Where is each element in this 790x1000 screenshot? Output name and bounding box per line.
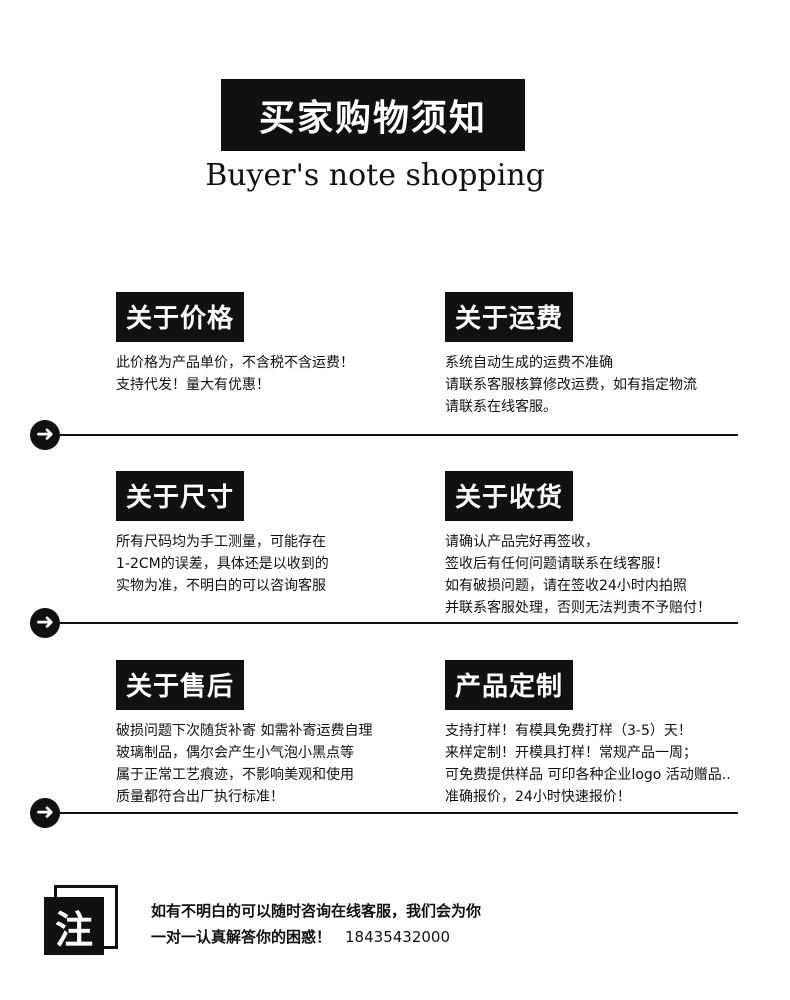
note-badge: 注 xyxy=(44,885,118,957)
note-line-2-text: 一对一认真解答你的困惑！ xyxy=(151,928,332,946)
note-line-2: 一对一认真解答你的困惑！ 18435432000 xyxy=(151,924,481,950)
section-line: 准确报价，24小时快速报价！ xyxy=(445,789,631,805)
arrow-right-circle-icon: ➜ xyxy=(30,420,60,450)
section-after-sales: 关于售后 破损问题下次随货补寄 如需补寄运费自理 玻璃制品，偶尔会产生小气泡小黑… xyxy=(116,660,466,808)
section-line: 并联系客服处理，否则无法判责不予赔付！ xyxy=(445,600,711,616)
page-title: 买家购物须知 xyxy=(221,79,525,151)
section-line: 支持代发！量大有优惠！ xyxy=(116,377,270,393)
section-title: 关于收货 xyxy=(445,471,574,521)
section-title: 关于售后 xyxy=(116,660,245,710)
section-line: 质量都符合出厂执行标准！ xyxy=(116,789,284,805)
section-line: 可免费提供样品 可印各种企业logo 活动赠品.. xyxy=(445,767,731,783)
section-receipt: 关于收货 请确认产品完好再签收， 签收后有任何问题请联系在线客服！ 如有破损问题… xyxy=(445,471,790,619)
section-line: 所有尺码均为手工测量，可能存在 xyxy=(116,534,326,550)
contact-phone: 18435432000 xyxy=(345,928,450,946)
divider-line xyxy=(60,622,738,624)
section-title: 产品定制 xyxy=(445,660,574,710)
section-line: 签收后有任何问题请联系在线客服！ xyxy=(445,556,669,572)
arrow-right-circle-icon: ➜ xyxy=(30,798,60,828)
section-line: 来样定制！开模具打样！常规产品一周； xyxy=(445,745,697,761)
section-shipping: 关于运费 系统自动生成的运费不准确 请联系客服核算修改运费，如有指定物流 请联系… xyxy=(445,292,790,418)
section-line: 此价格为产品单价，不含税不含运费！ xyxy=(116,355,354,371)
divider: ➜ xyxy=(30,608,738,638)
section-line: 实物为准，不明白的可以咨询客服 xyxy=(116,578,326,594)
section-title: 关于尺寸 xyxy=(116,471,245,521)
section-line: 请联系在线客服。 xyxy=(445,399,557,415)
note-badge-label: 注 xyxy=(44,897,104,955)
section-price: 关于价格 此价格为产品单价，不含税不含运费！ 支持代发！量大有优惠！ xyxy=(116,292,466,396)
section-line: 支持打样！有模具免费打样（3-5）天！ xyxy=(445,723,692,739)
section-line: 系统自动生成的运费不准确 xyxy=(445,355,613,371)
arrow-right-circle-icon: ➜ xyxy=(30,608,60,638)
note-line-1: 如有不明白的可以随时咨询在线客服，我们会为你 xyxy=(151,902,482,920)
section-line: 如有破损问题，请在签收24小时内拍照 xyxy=(445,578,687,594)
section-size: 关于尺寸 所有尺码均为手工测量，可能存在 1-2CM的误差，具体还是以收到的 实… xyxy=(116,471,466,597)
section-line: 属于正常工艺痕迹，不影响美观和使用 xyxy=(116,767,354,783)
section-title: 关于运费 xyxy=(445,292,574,342)
divider: ➜ xyxy=(30,420,738,450)
note-text: 如有不明白的可以随时咨询在线客服，我们会为你 一对一认真解答你的困惑！ 18435… xyxy=(151,898,481,950)
section-line: 破损问题下次随货补寄 如需补寄运费自理 xyxy=(116,723,373,739)
divider-line xyxy=(60,434,738,436)
section-line: 请联系客服核算修改运费，如有指定物流 xyxy=(445,377,697,393)
page-subtitle: Buyer's note shopping xyxy=(205,158,545,193)
section-line: 1-2CM的误差，具体还是以收到的 xyxy=(116,556,329,572)
section-line: 玻璃制品，偶尔会产生小气泡小黑点等 xyxy=(116,745,354,761)
section-customization: 产品定制 支持打样！有模具免费打样（3-5）天！ 来样定制！开模具打样！常规产品… xyxy=(445,660,790,808)
section-title: 关于价格 xyxy=(116,292,245,342)
divider-line xyxy=(60,812,738,814)
section-line: 请确认产品完好再签收， xyxy=(445,534,599,550)
divider: ➜ xyxy=(30,798,738,828)
